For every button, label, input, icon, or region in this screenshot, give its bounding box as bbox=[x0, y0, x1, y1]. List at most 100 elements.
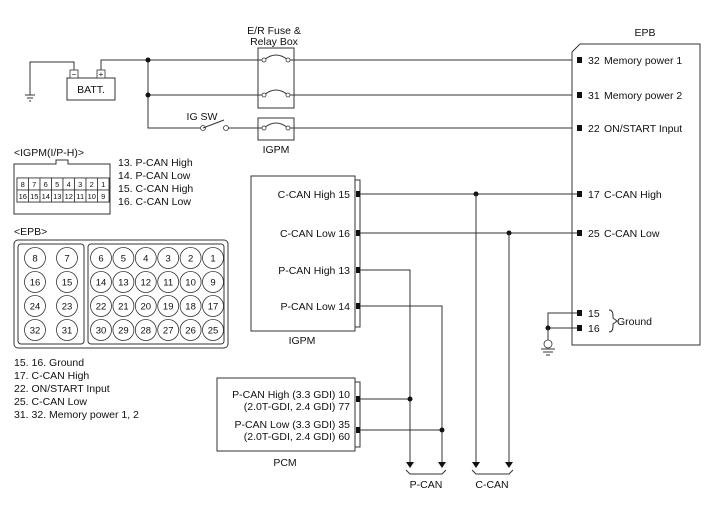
svg-text:5: 5 bbox=[55, 180, 59, 189]
igpm-connector-title: <IGPM(I/P-H)> bbox=[14, 147, 84, 159]
pcm-pin-pcan-high-line2: (2.0T-GDI, 2.4 GDI) 77 bbox=[244, 401, 350, 413]
svg-text:23: 23 bbox=[62, 302, 73, 313]
epb-connector-pin: 11 bbox=[157, 271, 180, 293]
svg-text:7: 7 bbox=[64, 254, 69, 265]
epb-pin-25-num: 25 bbox=[588, 228, 600, 240]
battery-label: BATT. bbox=[77, 84, 105, 96]
igpm-module-label: IGPM bbox=[289, 335, 316, 347]
epb-connector-pin: 29 bbox=[112, 319, 135, 341]
epb-pin-32: 32 Memory power 1 bbox=[577, 55, 682, 67]
epb-connector-pin: 15 bbox=[56, 271, 78, 293]
epb-connector-pin: 1 bbox=[202, 247, 224, 269]
svg-text:4: 4 bbox=[67, 180, 71, 189]
epb-connector-pin: 13 bbox=[112, 271, 135, 293]
igpm-connector-pin: 7 bbox=[28, 177, 41, 191]
pcm-label: PCM bbox=[273, 457, 296, 469]
epb-pin-15-num: 15 bbox=[588, 308, 600, 320]
epb-legend-4: 25. C-CAN Low bbox=[14, 396, 87, 408]
igpm-connector-pin: 4 bbox=[62, 177, 75, 191]
epb-pin-15: 15 bbox=[577, 308, 600, 320]
svg-text:21: 21 bbox=[118, 302, 129, 313]
igpm-pin-pcan-high: P-CAN High 13 bbox=[278, 265, 350, 277]
svg-text:1: 1 bbox=[210, 254, 215, 265]
svg-text:29: 29 bbox=[118, 326, 129, 337]
epb-connector-pin: 28 bbox=[134, 319, 157, 341]
epb-connector-pin: 31 bbox=[56, 319, 78, 341]
igpm-pin-ccan-high: C-CAN High 15 bbox=[278, 189, 351, 201]
epb-pin-31: 31 Memory power 2 bbox=[577, 90, 682, 102]
epb-connector-pin: 6 bbox=[90, 247, 112, 269]
epb-connector-pin: 14 bbox=[90, 271, 112, 293]
pcan-bus-arrow bbox=[405, 462, 447, 475]
epb-connector-pin: 18 bbox=[179, 295, 202, 317]
igpm-legend-3: 15. C-CAN High bbox=[118, 183, 193, 195]
igpm-module bbox=[250, 175, 356, 332]
igpm-connector-pin: 12 bbox=[62, 189, 75, 203]
svg-text:14: 14 bbox=[42, 192, 50, 201]
epb-connector-pin: 26 bbox=[179, 319, 202, 341]
svg-text:16: 16 bbox=[19, 192, 27, 201]
epb-pin-32-name: Memory power 1 bbox=[604, 55, 682, 67]
epb-connector-pin: 4 bbox=[134, 247, 157, 269]
svg-text:27: 27 bbox=[163, 326, 174, 337]
igpm-legend-4: 16. C-CAN Low bbox=[118, 196, 191, 208]
ground-icon bbox=[541, 339, 555, 356]
epb-pin-25-name: C-CAN Low bbox=[604, 228, 660, 240]
igpm-connector-pin: 5 bbox=[51, 177, 64, 191]
igpm-connector-pin: 14 bbox=[39, 189, 52, 203]
epb-connector-pin: 17 bbox=[202, 295, 224, 317]
svg-text:3: 3 bbox=[166, 254, 171, 265]
epb-pin-22-num: 22 bbox=[588, 123, 600, 135]
svg-text:10: 10 bbox=[88, 192, 96, 201]
svg-text:15: 15 bbox=[62, 278, 73, 289]
epb-connector-pin: 9 bbox=[202, 271, 224, 293]
epb-legend-3: 22. ON/START Input bbox=[14, 383, 110, 395]
pcm-pin-pcan-low-line1: P-CAN Low (3.3 GDI) 35 bbox=[234, 419, 350, 431]
svg-text:6: 6 bbox=[98, 254, 103, 265]
igpm-connector-pin: 9 bbox=[97, 189, 110, 203]
svg-text:13: 13 bbox=[118, 278, 129, 289]
svg-text:17: 17 bbox=[208, 302, 219, 313]
svg-text:13: 13 bbox=[53, 192, 61, 201]
ccan-bus-label: C-CAN bbox=[475, 479, 508, 491]
epb-pin-17: 17 C-CAN High bbox=[577, 189, 662, 201]
svg-text:2: 2 bbox=[188, 254, 193, 265]
epb-connector-pin: 21 bbox=[112, 295, 135, 317]
epb-pin-32-num: 32 bbox=[588, 55, 600, 67]
igpm-connector-pin: 8 bbox=[16, 177, 29, 191]
pcm-pin-pcan-low-line2: (2.0T-GDI, 2.4 GDI) 60 bbox=[244, 431, 350, 443]
igpm-legend-2: 14. P-CAN Low bbox=[118, 170, 191, 182]
svg-text:16: 16 bbox=[30, 278, 41, 289]
epb-connector-pin: 5 bbox=[112, 247, 135, 269]
epb-connector-title: <EPB> bbox=[14, 226, 47, 238]
epb-connector-pin: 16 bbox=[24, 271, 46, 293]
svg-text:19: 19 bbox=[163, 302, 174, 313]
epb-connector-pin: 3 bbox=[157, 247, 180, 269]
igpm-connector-pin: 2 bbox=[85, 177, 98, 191]
svg-text:2: 2 bbox=[90, 180, 94, 189]
svg-text:11: 11 bbox=[163, 278, 173, 289]
svg-text:11: 11 bbox=[76, 192, 84, 201]
epb-connector-pin: 8 bbox=[24, 247, 46, 269]
igpm-connector-pin: 13 bbox=[51, 189, 64, 203]
epb-connector-pin: 7 bbox=[56, 247, 78, 269]
epb-pin-16: 16 bbox=[577, 323, 600, 335]
epb-pin-31-num: 31 bbox=[588, 90, 600, 102]
svg-text:15: 15 bbox=[30, 192, 38, 201]
igpm-connector-pin: 16 bbox=[16, 189, 29, 203]
epb-connector-pin: 32 bbox=[24, 319, 46, 341]
svg-text:14: 14 bbox=[96, 278, 107, 289]
epb-connector-pin: 23 bbox=[56, 295, 78, 317]
ccan-bus-arrow bbox=[471, 462, 514, 475]
epb-pin-22: 22 ON/START Input bbox=[577, 123, 682, 135]
svg-text:32: 32 bbox=[30, 326, 41, 337]
svg-text:12: 12 bbox=[141, 278, 152, 289]
igpm-connector-pin: 3 bbox=[74, 177, 87, 191]
svg-text:31: 31 bbox=[62, 326, 73, 337]
battery-minus: − bbox=[72, 70, 77, 79]
svg-text:3: 3 bbox=[78, 180, 82, 189]
epb-connector-pin: 19 bbox=[157, 295, 180, 317]
